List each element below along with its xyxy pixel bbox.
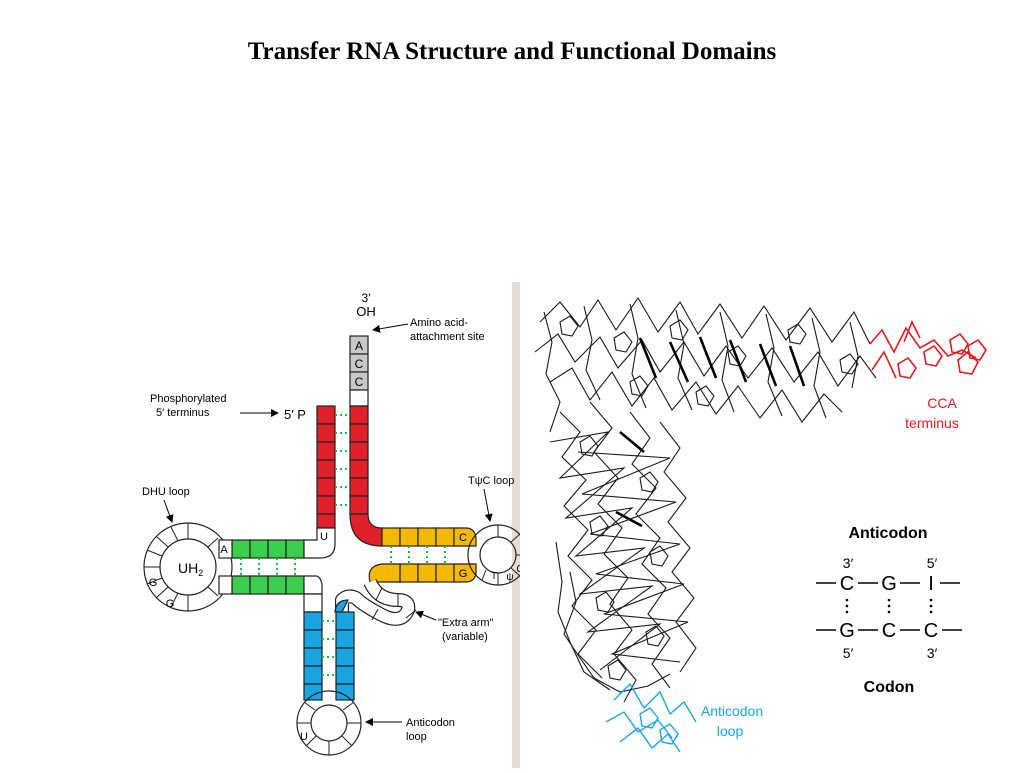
amino-acid-label-line2: attachment site bbox=[410, 331, 485, 343]
extra-arm-arrow bbox=[415, 610, 437, 621]
d-junction-top bbox=[303, 527, 336, 559]
acceptor-end bbox=[349, 335, 369, 407]
phos-label-line2: 5′ terminus bbox=[156, 407, 210, 419]
anticodon-stem-left bbox=[303, 611, 323, 701]
t-stem-bottom bbox=[399, 563, 455, 583]
codon-base-3: C bbox=[924, 620, 938, 642]
junction-u: U bbox=[320, 531, 328, 543]
anticodon-base-3: I bbox=[928, 573, 934, 595]
anticodon-stem-right bbox=[335, 611, 355, 701]
pairing-top-prime-left: 3′ bbox=[843, 555, 854, 571]
d-hbonds bbox=[240, 558, 296, 576]
tpsic-base-psi: ψ bbox=[506, 572, 513, 583]
anticodon-loop-structure bbox=[605, 682, 697, 753]
anticodon-loop-label-line1: Anticodon bbox=[406, 717, 455, 729]
dhu-loop-label: DHU loop bbox=[142, 486, 190, 498]
t-stem-top-end bbox=[453, 527, 477, 547]
cca-terminus-structure bbox=[869, 320, 987, 379]
acceptor-hbonds bbox=[335, 414, 350, 506]
wireframe-horizontal-arm bbox=[534, 296, 877, 433]
three-prime-label: 3′ bbox=[362, 291, 372, 305]
anticodon-base-1: C bbox=[840, 573, 854, 595]
extra-arm-segments bbox=[371, 587, 417, 621]
structure3d-panel: CCA terminus Anticodon loop Anticodon 3′… bbox=[520, 282, 1024, 768]
cloverleaf-diagram: A C C 3′ OH 5′ P Amino acid- attachment … bbox=[142, 282, 529, 768]
d-junction-bottom bbox=[303, 575, 323, 595]
wireframe-vertical-arm bbox=[549, 401, 697, 703]
acceptor-stem-5prime bbox=[316, 405, 336, 529]
pairing-top-prime-right: 5′ bbox=[927, 555, 938, 571]
tpsic-base-t: T bbox=[491, 571, 497, 582]
five-prime-label: 5′ P bbox=[284, 407, 306, 422]
acceptor-base-2: C bbox=[355, 357, 364, 371]
codon-base-1: G bbox=[839, 620, 855, 642]
dhu-base-g1: G bbox=[149, 577, 158, 589]
d-loop-segments bbox=[144, 523, 219, 611]
extra-arm-label-line2: (variable) bbox=[442, 631, 488, 643]
uh2-label: UH2 bbox=[178, 560, 203, 578]
anticodon-loop-label-line2: loop bbox=[406, 731, 427, 743]
anticodon-loop-segments bbox=[297, 701, 361, 755]
anticodon3d-label-line2: loop bbox=[717, 723, 744, 739]
oh-label: OH bbox=[356, 304, 376, 319]
tpsic-base-g: G bbox=[459, 568, 468, 580]
acceptor-stem-3prime bbox=[349, 405, 369, 515]
wireframe-heavy-strokes bbox=[615, 336, 806, 528]
anticodon3d-label-line1: Anticodon bbox=[701, 703, 763, 719]
tpsic-loop-label: TψC loop bbox=[468, 475, 514, 487]
t-loop-segments bbox=[481, 525, 528, 585]
d-loop-a-cell bbox=[218, 539, 233, 559]
t-hbonds bbox=[390, 546, 446, 564]
amino-acid-label-line1: Amino acid- bbox=[410, 317, 468, 329]
anticodon-base-u: U bbox=[300, 731, 308, 743]
pairing-hbond-dots bbox=[845, 598, 933, 614]
slide-title: Transfer RNA Structure and Functional Do… bbox=[247, 38, 777, 65]
extra-arm-label-line1: "Extra arm" bbox=[438, 617, 494, 629]
page-edge bbox=[512, 282, 520, 768]
pairing-title: Anticodon bbox=[848, 525, 927, 542]
pairing-bottom-prime-left: 5′ bbox=[843, 645, 854, 661]
acceptor-corner bbox=[349, 513, 383, 547]
t-stem-top bbox=[381, 527, 455, 547]
cca-label-line1: CCA bbox=[927, 395, 957, 411]
anticodon-junction-left bbox=[303, 593, 323, 613]
dhu-base-a: A bbox=[220, 544, 228, 556]
anticodon-base-2: G bbox=[881, 573, 897, 595]
anticodon-loop-inner bbox=[310, 704, 348, 742]
pairing-bottom-prime-right: 3′ bbox=[927, 645, 938, 661]
structure3d-diagram: CCA terminus Anticodon loop Anticodon 3′… bbox=[534, 296, 987, 753]
dhu-base-g2: G bbox=[166, 598, 175, 610]
acceptor-base-3: C bbox=[355, 375, 364, 389]
acceptor-base-1: A bbox=[355, 339, 363, 353]
codon-base-2: C bbox=[882, 620, 896, 642]
d-stem-top bbox=[231, 539, 305, 559]
dhu-loop-arrow bbox=[163, 499, 174, 523]
amino-acid-arrow bbox=[372, 323, 409, 333]
t-loop-inner bbox=[479, 536, 517, 574]
d-stem-bottom bbox=[231, 575, 305, 595]
cloverleaf-panel: A C C 3′ OH 5′ P Amino acid- attachment … bbox=[120, 282, 529, 768]
pairing-footer: Codon bbox=[864, 679, 915, 696]
anticodon-hbonds bbox=[322, 620, 336, 676]
anticodon-stem-right-top bbox=[334, 599, 349, 613]
tpsic-loop-arrow bbox=[483, 488, 493, 522]
extra-arm-fill bbox=[336, 579, 415, 625]
tpsic-base-c-top: C bbox=[459, 532, 467, 544]
d-loop-exit-cell bbox=[218, 575, 233, 595]
phos-label-line1: Phosphorylated bbox=[150, 393, 226, 405]
t-stem-bottom-end bbox=[453, 563, 477, 583]
cca-label-line2: terminus bbox=[905, 415, 959, 431]
t-stem-bottom-curve bbox=[368, 563, 401, 583]
